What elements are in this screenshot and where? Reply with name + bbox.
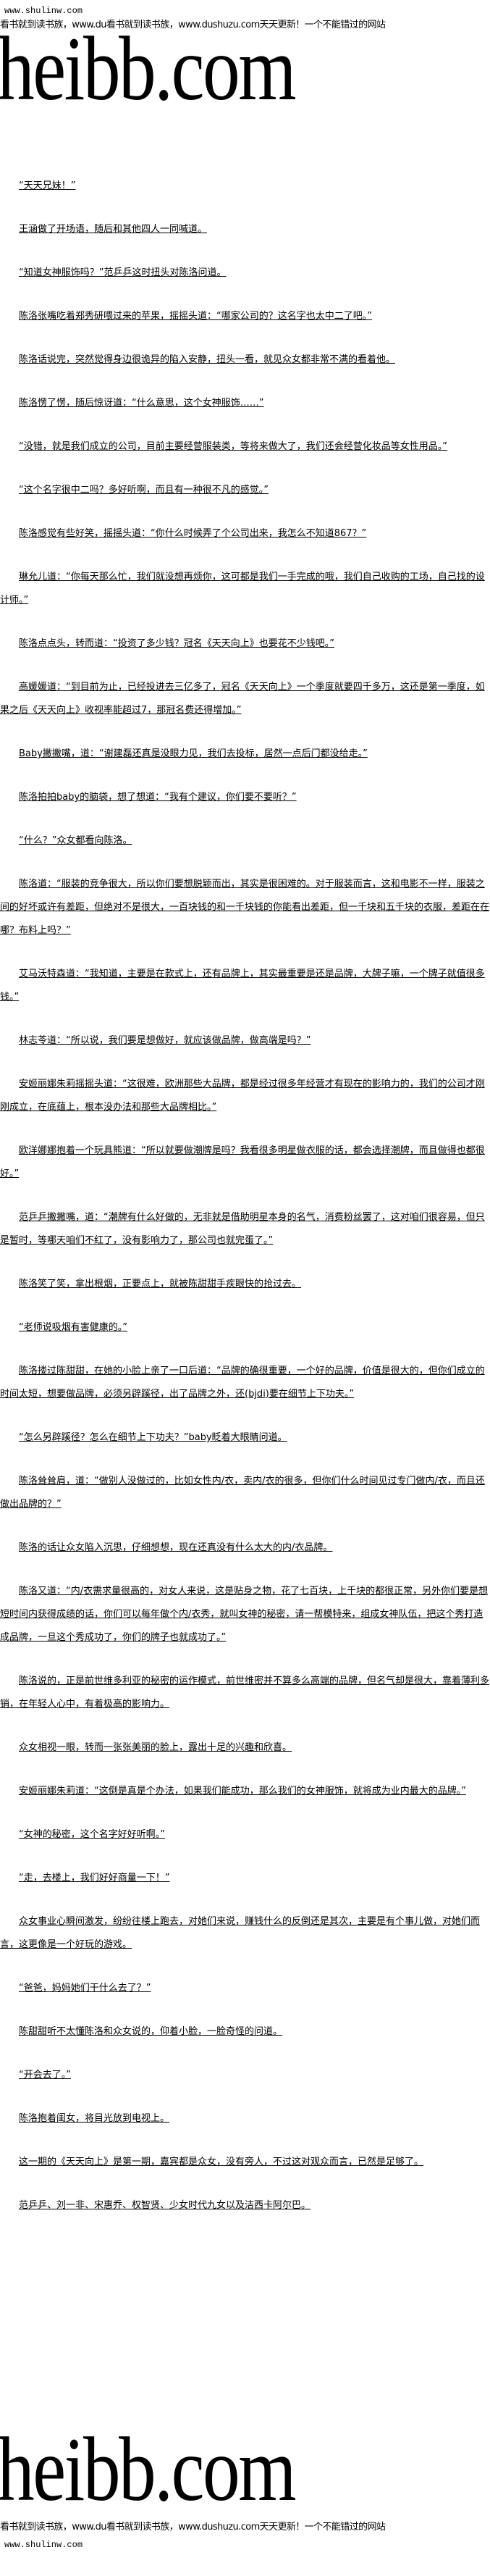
paragraph: 众女事业心瞬间激发，纷纷往楼上跑去，对她们来说，赚钱什么的反倒还是其次，主要是有…: [0, 1916, 481, 1950]
paragraph: 陈洛张嘴吃着郑秀研喂过来的苹果，摇摇头道：“哪家公司的？这名字也太中二了吧。”: [19, 311, 372, 322]
paragraph: 陈洛笑了笑，拿出根烟，正要点上，就被陈甜甜手疾眼快的抢过去。: [19, 1279, 302, 1289]
paragraph: 陈洛道：“服装的竞争很大，所以你们要想脱颖而出，其实是很困难的。对于服装而言，这…: [0, 879, 490, 936]
chapter-content: “天天兄妹！” 王涵做了开场语，随后和其他四人一同喊道。 “知道女神服饰吗？”范乒乒…: [0, 175, 490, 2217]
paragraph: 陈洛感觉有些好笑，摇摇头道：“你什么时候弄了个公司出来，我怎么不知道867？”: [19, 528, 367, 539]
paragraph: “什么？”众女都看向陈洛。: [19, 835, 132, 846]
paragraph: “走，去楼上，我们好好商量一下！”: [19, 1873, 170, 1883]
paragraph: 陈甜甜听不太懂陈洛和众女说的，仰着小脸，一脸奇怪的问道。: [19, 2026, 283, 2037]
site-logo: heibb.com: [0, 19, 297, 120]
paragraph: 范乒乒撇撇嘴，道：“潮牌有什么好做的，无非就是借助明星本身的名气，消费粉丝罢了，…: [0, 1212, 485, 1246]
paragraph: 陈洛愣了愣，随后惊讶道：“什么意思，这个女神服饰……”: [19, 398, 264, 409]
paragraph: 安姬丽娜朱莉摇摇头道：“这很难，欧洲那些大品牌，都是经过很多年经营才有现在的影响…: [0, 1079, 485, 1113]
paragraph: 范乒乒、刘一非、宋惠乔、权智贤、少女时代九女以及洁西卡阿尔巴。: [19, 2200, 311, 2211]
paragraph: 陈洛话说完，突然觉得身边很诡异的陷入安静，扭头一看，就见众女都非常不满的看着他。: [19, 354, 396, 365]
paragraph: “爸爸，妈妈她们干什么去了？”: [19, 1983, 151, 1994]
paragraph: 安姬丽娜朱莉道：“这倒是真是个办法，如果我们能成功，那么我们的女神服饰，就将成为…: [19, 1786, 466, 1797]
paragraph: “怎么另辟蹊径？怎么在细节上下功夫？”baby眨着大眼睛问道。: [19, 1432, 287, 1443]
paragraph: “没错，就是我们成立的公司，目前主要经营服装类，等将来做大了，我们还会经营化妆品…: [19, 441, 447, 452]
paragraph: 陈洛拍拍baby的脑袋，想了想道：“我有个建议，你们要不要听？”: [19, 792, 297, 803]
paragraph: “这个名字很中二吗？多好听啊，而且有一种很不凡的感觉。”: [19, 485, 269, 495]
paragraph: 欧洋娜娜抱着一个玩具熊道：“所以就要做潮牌是吗？我看很多明星做衣服的话，都会选择…: [0, 1145, 485, 1179]
ad-banner-text[interactable]: 看书就到读书族，www.du看书就到读书族，www.dushuzu.com天天更…: [0, 20, 386, 30]
paragraph: 陈洛说的，正是前世维多利亚的秘密的运作模式，前世维密并不算多么高端的品牌，但名气…: [0, 1676, 490, 1710]
paragraph: 高媛媛道：“到目前为止，已经投进去三亿多了，冠名《天天向上》一个季度就要四千多万…: [0, 682, 485, 716]
paragraph: “天天兄妹！”: [19, 180, 76, 191]
paragraph: “开会去了。”: [19, 2070, 71, 2081]
site-url[interactable]: www.shulinw.com: [4, 2540, 83, 2550]
paragraph: “老师说吸烟有害健康的。”: [19, 1322, 127, 1333]
paragraph: Baby撇撇嘴，道：“谢建磊还真是没眼力见，我们去投标，居然一点后门都没给走。”: [19, 748, 368, 759]
paragraph: 琳允儿道：“你每天那么忙，我们就没想再烦你，这可都是我们一手完成的哦，我们自己收…: [0, 572, 485, 606]
paragraph: 陈洛耸耸肩，道：“做别人没做过的，比如女性内/衣，卖内/衣的很多，但你们什么时间…: [0, 1476, 485, 1510]
page-footer: heibb.com 看书就到读书族，www.du看书就到读书族，www.dush…: [0, 2420, 490, 2551]
site-logo: heibb.com: [0, 2420, 297, 2520]
paragraph: 众女相视一眼，转而一张张美丽的脸上，露出十足的兴趣和欣喜。: [19, 1742, 292, 1753]
paragraph: 陈洛又道：“内/衣需求量很高的，对女人来说，这是贴身之物，花了七百块，上千块的都…: [0, 1586, 489, 1643]
paragraph: 这一期的《天天向上》是第一期，嘉宾都是众女，没有旁人，不过这对观众而言，已然是足…: [19, 2157, 424, 2167]
paragraph: 艾马沃特森道：“我知道，主要是在款式上，还有品牌上，其实最重要是还是品牌，大牌子…: [0, 969, 485, 1003]
paragraph: 陈洛的话让众女陷入沉思，仔细想想，现在还真没有什么太大的内/衣品牌。: [19, 1542, 333, 1553]
paragraph: “女神的秘密，这个名字好好听啊。”: [19, 1829, 165, 1840]
paragraph: 林志苓道：“所以说，我们要是想做好，就应该做品牌，做高端是吗？”: [19, 1035, 311, 1046]
site-url[interactable]: www.shulinw.com: [4, 6, 83, 16]
paragraph: 王涵做了开场语，随后和其他四人一同喊道。: [19, 224, 208, 235]
page-header: www.shulinw.com 看书就到读书族，www.du看书就到读书族，ww…: [0, 6, 490, 120]
paragraph: 陈洛点点头，转而道：“投资了多少钱？冠名《天天向上》也要花不少钱吧。”: [19, 638, 334, 649]
paragraph: 陈洛抱着闺女，将目光放到电视上。: [19, 2113, 170, 2124]
paragraph: “知道女神服饰吗？”范乒乒这时扭头对陈洛问道。: [19, 267, 227, 278]
paragraph: 陈洛搂过陈甜甜，在她的小脸上亲了一口后道：“品牌的确很重要，一个好的品牌，价值是…: [0, 1366, 485, 1400]
ad-banner-text[interactable]: 看书就到读书族，www.du看书就到读书族，www.dushuzu.com天天更…: [0, 2522, 386, 2533]
